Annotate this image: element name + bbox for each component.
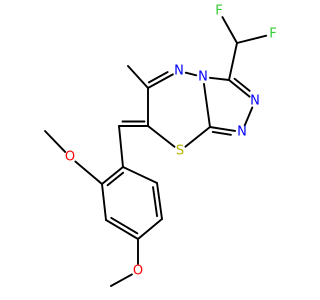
bond-n5-c6 <box>147 73 174 89</box>
sulfur-atom-label: S <box>176 144 184 159</box>
bond-b1-b2 <box>101 166 124 185</box>
bond-o2-methyl <box>110 273 133 287</box>
nitrogen-atom-label: N <box>174 64 184 79</box>
bond-cf2-c3 <box>228 42 238 81</box>
bond-c6-methyl <box>127 65 149 89</box>
bond-b4-b5 <box>137 218 163 240</box>
bond-b2-b3 <box>101 183 107 221</box>
bond-b2-o1 <box>74 160 103 185</box>
bond-o1-methyl <box>44 130 67 153</box>
bond-c3-n2-second <box>233 77 251 92</box>
bond-b3-b4-second <box>110 216 139 235</box>
oxygen-atom-label: O <box>65 150 75 165</box>
bond-n4-c3 <box>209 76 230 81</box>
bond-cf2-f1 <box>236 34 268 44</box>
bond-b6-b1 <box>122 166 158 184</box>
nitrogen-atom-label: N <box>250 94 260 109</box>
bond-b5-b6-second <box>152 186 159 218</box>
bond-b5-b6 <box>156 182 163 220</box>
bond-n5-c6-second <box>147 71 169 84</box>
bond-n1-c8a-second <box>211 131 232 136</box>
nitrogen-atom-label: N <box>198 70 208 85</box>
oxygen-atom-label: O <box>133 264 143 279</box>
bond-n1-c8a <box>209 126 237 132</box>
bond-b1-b2-second <box>106 171 125 187</box>
fluorine-atom-label: F <box>215 4 222 19</box>
bond-c8a-n4 <box>203 82 211 128</box>
bond-n2-n1 <box>243 106 254 127</box>
bond-c7-s <box>147 125 176 148</box>
bond-b3-b4 <box>105 219 139 240</box>
bond-s-c8a <box>184 126 211 148</box>
bond-c3-n2 <box>228 79 251 98</box>
bond-ch-b1 <box>118 125 124 168</box>
nitrogen-atom-label: N <box>237 125 247 140</box>
bond-n4-n5 <box>184 71 198 77</box>
bond-cf2-f2 <box>221 16 238 44</box>
fluorine-atom-label: F <box>269 27 276 42</box>
